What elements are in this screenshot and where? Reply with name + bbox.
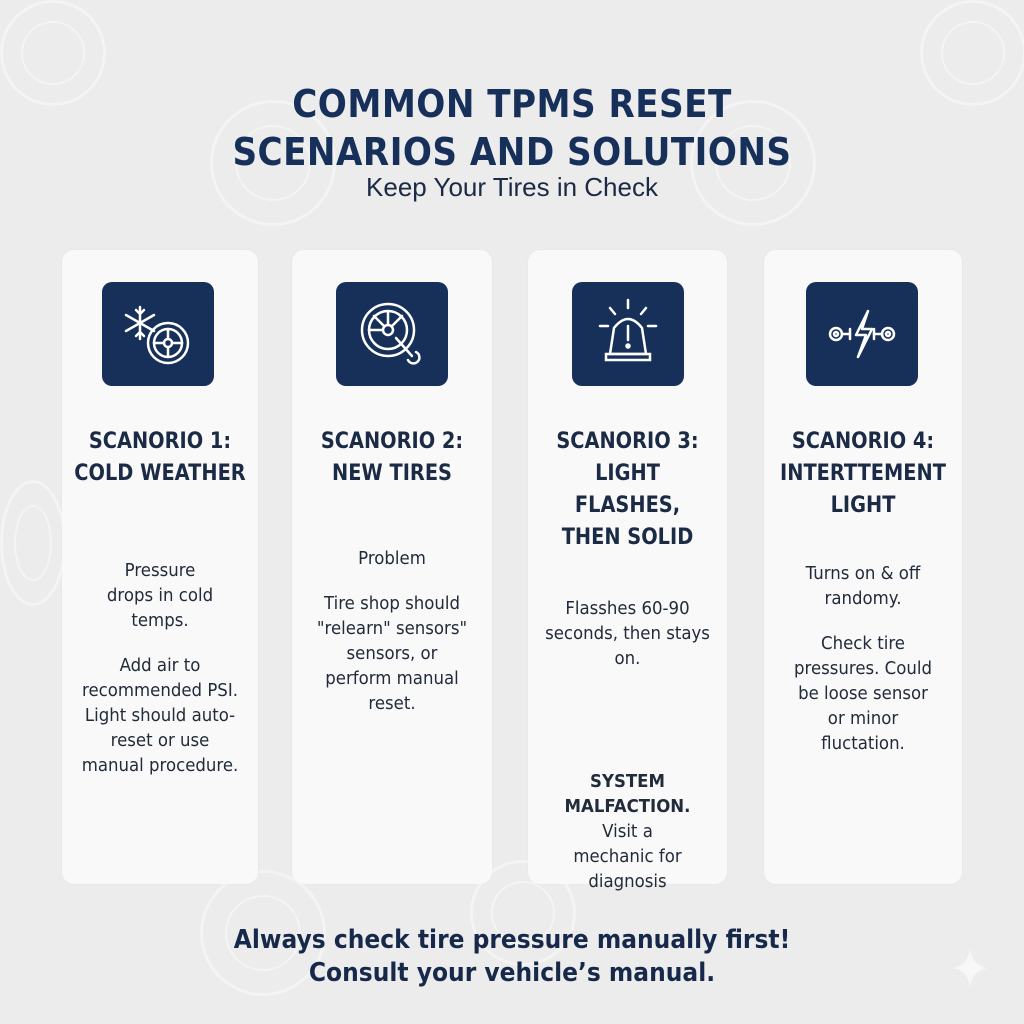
scenario-name: LIGHT FLASHES, (574, 461, 681, 518)
scenario-name-line-2: LIGHT (830, 493, 896, 518)
solution-text: Check tire pressures. Could be loose sen… (794, 633, 932, 754)
scenario-card-4: SCANORIO 4: INTERTTEMENT LIGHT Turns on … (764, 250, 962, 884)
background-wheel-decoration (0, 480, 66, 606)
warning-beacon-icon (572, 282, 684, 386)
scenario-title: SCANORIO 1: COLD WEATHER (74, 426, 246, 490)
scenario-name: INTERTTEMENT (780, 461, 946, 486)
solution-text: Tire shop should "relearn" sensors" sens… (316, 593, 468, 714)
scenario-name: NEW TIRES (331, 461, 453, 486)
scenario-title: SCANORIO 3: LIGHT FLASHES, THEN SOLID (540, 426, 715, 554)
scenario-title: SCANORIO 4: INTERTTEMENT LIGHT (776, 426, 950, 522)
title-line-1: COMMON TPMS RESET (292, 82, 732, 126)
footer-line-2: Consult your vehicle’s manual. (308, 958, 716, 988)
page-title: COMMON TPMS RESET SCENARIOS AND SOLUTION… (51, 80, 973, 176)
problem-text: Pressure drops in cold temps. (106, 560, 214, 631)
background-wheel-decoration (690, 100, 816, 226)
scenario-body: Flasshes 60-90 seconds, then stays on. S… (536, 596, 719, 894)
footer-note: Always check tire pressure manually firs… (51, 924, 973, 990)
background-wheel-decoration (0, 0, 106, 106)
scenario-name-line-2: THEN SOLID (561, 525, 694, 550)
scenario-number: SCANORIO 3: (556, 429, 699, 454)
scenario-card-2: SCANORIO 2: NEW TIRES Problem Tire shop … (292, 250, 492, 884)
scenario-card-1: SCANORIO 1: COLD WEATHER Pressure drops … (62, 250, 258, 884)
scenario-body: Problem Tire shop should "relearn" senso… (300, 546, 484, 716)
problem-text: Flasshes 60-90 seconds, then stays on. (545, 598, 710, 669)
scenario-number: SCANORIO 4: (791, 429, 935, 454)
footer-line-1: Always check tire pressure manually firs… (233, 925, 791, 955)
scenario-number: SCANORIO 2: (320, 429, 464, 454)
intermittent-connection-icon (806, 282, 918, 386)
background-wheel-decoration (200, 870, 326, 996)
sparkle-icon (952, 948, 988, 988)
background-wheel-decoration (470, 860, 576, 966)
solution-heading: SYSTEM MALFACTION. (564, 771, 691, 817)
snowflake-tire-icon (102, 282, 214, 386)
page-subtitle: Keep Your Tires in Check (366, 172, 658, 202)
scenario-number: SCANORIO 1: (88, 429, 232, 454)
background-wheel-decoration (210, 100, 336, 226)
problem-label: Problem (358, 548, 426, 569)
problem-text: Turns on & off randomy. (805, 563, 921, 609)
solution-text: Visit a mechanic for diagnosis (573, 821, 682, 892)
scenario-body: Turns on & off randomy. Check tire press… (772, 561, 954, 756)
scenario-body: Pressure drops in cold temps. Add air to… (70, 558, 250, 778)
scenario-card-3: SCANORIO 3: LIGHT FLASHES, THEN SOLID Fl… (528, 250, 727, 892)
title-line-2: SCENARIOS AND SOLUTIONS (232, 130, 792, 174)
solution-text: Add air to recommended PSI. Light should… (81, 655, 239, 776)
scenario-name: COLD WEATHER (74, 461, 246, 486)
tire-wrench-icon (336, 282, 448, 386)
scenario-title: SCANORIO 2: NEW TIRES (304, 426, 480, 490)
